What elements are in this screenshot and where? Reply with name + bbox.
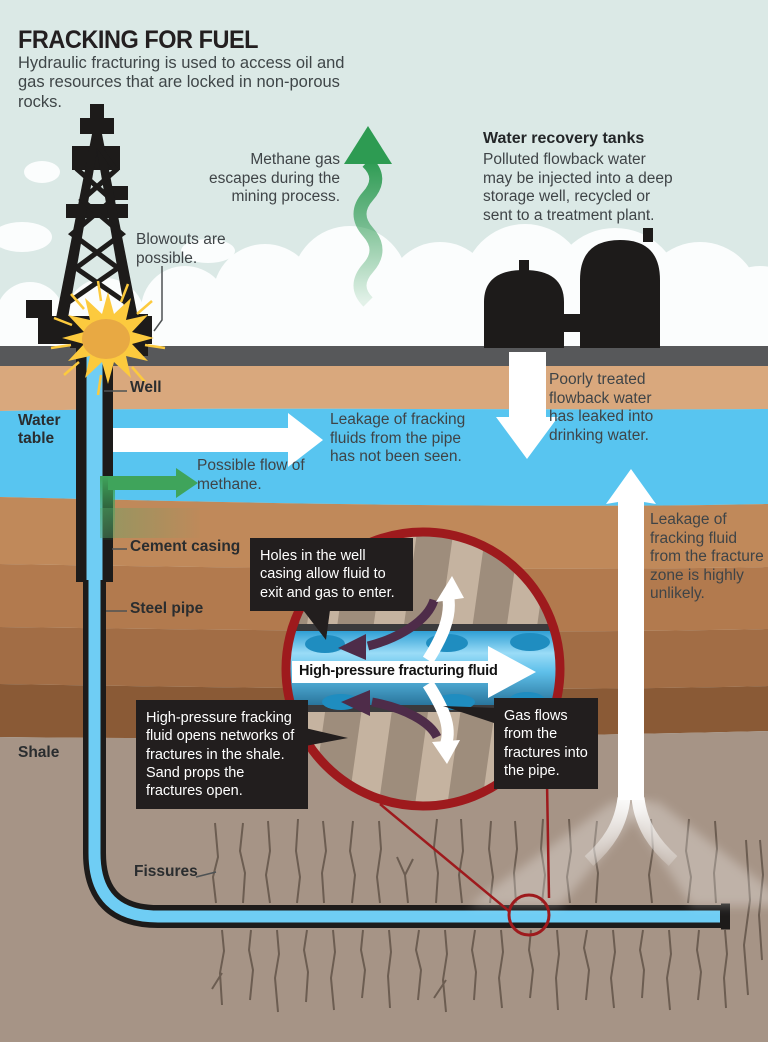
water-recovery-tanks xyxy=(484,228,660,348)
callout-gas-flows: Gas flows from the fractures into the pi… xyxy=(494,698,598,790)
callout-pointers xyxy=(303,610,497,746)
label-steel-pipe: Steel pipe xyxy=(130,600,204,617)
label-well: Well xyxy=(130,379,162,396)
note-leakage-fracture: Leakage of fracking fluid from the fract… xyxy=(650,511,764,603)
label-cement-casing: Cement casing xyxy=(130,538,241,555)
label-fissures: Fissures xyxy=(134,863,198,880)
layer-topsoil xyxy=(0,366,768,411)
magnifier-ring xyxy=(281,527,565,811)
leader-lines xyxy=(104,390,217,878)
callout-holes: Holes in the well casing allow fluid to … xyxy=(250,538,413,611)
fluid-main-arrow xyxy=(292,646,536,698)
note-poorly-treated: Poorly treated flowback water has leaked… xyxy=(549,371,654,444)
magnifier-connectors xyxy=(379,781,551,937)
label-fracturing-fluid: High-pressure fracturing fluid xyxy=(299,663,498,679)
blowouts-leader-line xyxy=(153,266,163,332)
water-recovery-body: Polluted flowback water may be injected … xyxy=(483,151,673,224)
flowback-down-arrow xyxy=(496,352,558,459)
fluid-out-arrows xyxy=(422,594,455,746)
note-blowouts: Blowouts are possible. xyxy=(136,231,226,267)
page-subtitle: Hydraulic fracturing is used to access o… xyxy=(18,54,345,111)
methane-flow-arrow xyxy=(100,468,200,540)
methane-escape-arrow xyxy=(344,126,392,307)
blowout-starburst xyxy=(50,280,166,396)
leakage-pipe-arrow xyxy=(113,413,323,467)
water-recovery-title: Water recovery tanks xyxy=(483,130,645,147)
gas-in-arrows xyxy=(366,598,442,740)
note-possible-methane: Possible flow of methane. xyxy=(197,457,305,493)
note-methane-escape: Methane gas escapes during the mining pr… xyxy=(209,151,340,206)
note-leakage-pipe: Leakage of fracking fluids from the pipe… xyxy=(330,411,466,466)
label-shale: Shale xyxy=(18,744,60,761)
page-title: FRACKING FOR FUEL xyxy=(18,26,259,54)
label-water-table: Water table xyxy=(18,412,61,447)
ground-surface xyxy=(0,346,768,366)
callout-fracking-fluid: High-pressure fracking fluid opens netwo… xyxy=(136,700,308,810)
fracture-leakage-arrow xyxy=(468,469,768,906)
